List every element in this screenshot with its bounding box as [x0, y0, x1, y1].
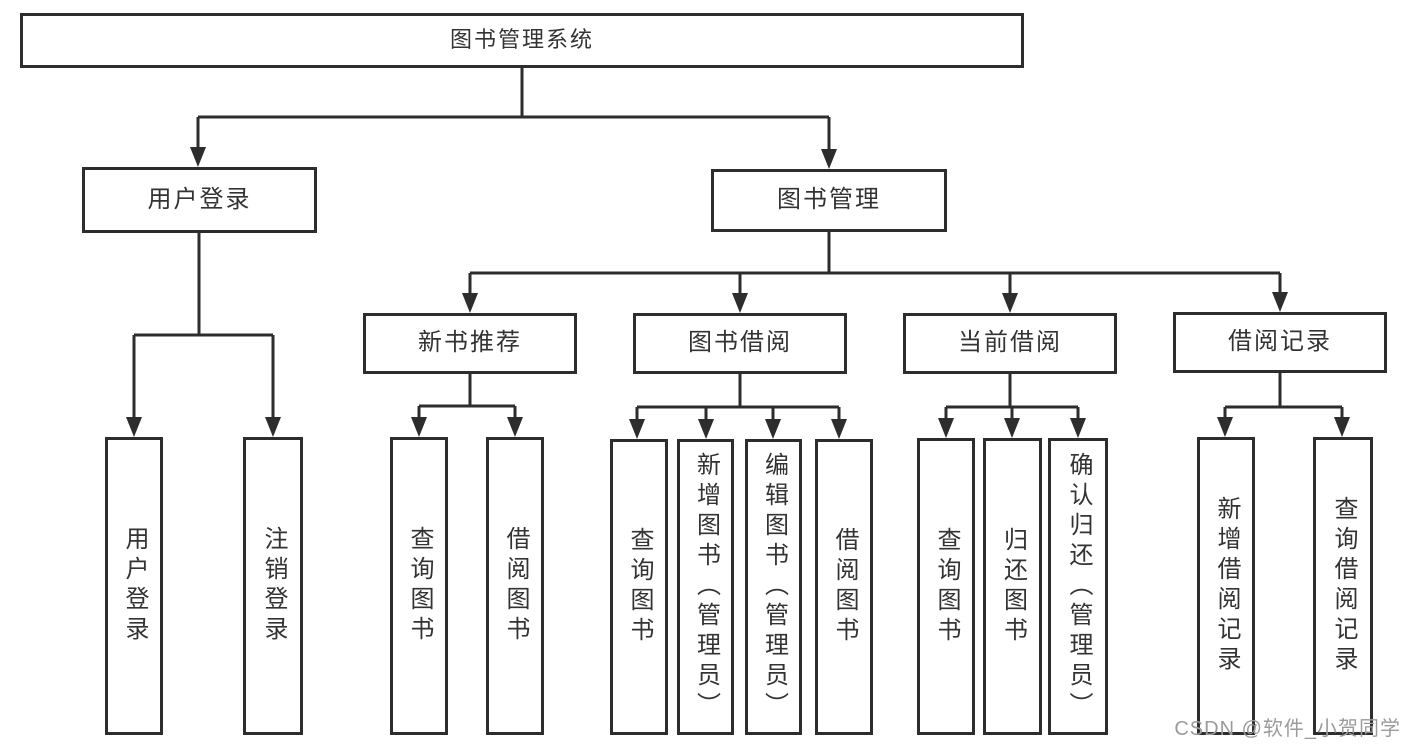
arrowhead-icon: [629, 419, 645, 439]
arrowhead-icon: [732, 293, 748, 313]
node-label: 注销登录: [260, 526, 287, 646]
node-query-borrow-record: 查询借阅记录: [1313, 437, 1373, 735]
node-label: 图书管理: [777, 186, 881, 214]
node-label: 用户登录: [121, 526, 148, 646]
arrowhead-icon: [1002, 293, 1018, 313]
node-label: 编辑图书（管理员）: [760, 452, 788, 722]
arrowhead-icon: [938, 418, 954, 438]
node-add-books-admin: 新增图书（管理员）: [677, 439, 734, 735]
node-edit-books-admin: 编辑图书（管理员）: [745, 439, 802, 735]
node-logout-leaf: 注销登录: [243, 437, 303, 735]
node-label: 当前借阅: [958, 329, 1062, 357]
node-confirm-return-admin: 确认归还（管理员）: [1048, 438, 1108, 735]
node-label: 用户登录: [147, 185, 252, 213]
node-label: 借阅图书: [502, 526, 529, 646]
arrowhead-icon: [462, 293, 478, 313]
node-borrowing-records: 借阅记录: [1173, 312, 1387, 373]
node-label: 查询借阅记录: [1330, 496, 1357, 676]
node-label: 新增借阅记录: [1213, 496, 1240, 676]
node-label: 查询图书: [933, 526, 960, 647]
node-query-books-borrow: 查询图书: [610, 439, 668, 735]
node-label: 新书推荐: [418, 329, 522, 357]
node-user-login-leaf: 用户登录: [105, 437, 163, 735]
arrowhead-icon: [765, 419, 781, 439]
arrowhead-icon: [821, 149, 837, 169]
node-label: 图书借阅: [688, 329, 792, 357]
arrowhead-icon: [265, 417, 281, 437]
arrowhead-icon: [126, 417, 142, 437]
node-current-borrowing: 当前借阅: [903, 313, 1117, 374]
node-root-system: 图书管理系统: [20, 13, 1024, 68]
arrowhead-icon: [507, 417, 523, 437]
node-borrow-books-leaf: 借阅图书: [815, 439, 873, 735]
node-borrow-books-recommend: 借阅图书: [486, 437, 544, 735]
node-query-books-current: 查询图书: [917, 438, 975, 735]
node-query-books-recommend: 查询图书: [390, 437, 448, 735]
node-label: 确认归还（管理员）: [1065, 451, 1092, 722]
node-new-book-recommend: 新书推荐: [363, 313, 577, 374]
arrowhead-icon: [1272, 292, 1288, 312]
node-user-login: 用户登录: [82, 167, 317, 233]
node-return-books: 归还图书: [983, 438, 1042, 735]
arrowhead-icon: [1334, 417, 1350, 437]
node-label: 借阅图书: [831, 527, 858, 647]
node-label: 图书管理系统: [449, 27, 594, 53]
node-book-management: 图书管理: [711, 169, 947, 232]
arrowhead-icon: [190, 147, 206, 167]
arrowhead-icon: [831, 419, 847, 439]
arrowhead-icon: [698, 419, 714, 439]
node-book-borrowing: 图书借阅: [633, 313, 847, 374]
node-label: 借阅记录: [1228, 328, 1332, 356]
node-add-borrow-record: 新增借阅记录: [1197, 437, 1255, 735]
arrowhead-icon: [1217, 417, 1233, 437]
node-label: 新增图书（管理员）: [692, 452, 720, 722]
arrowhead-icon: [411, 417, 427, 437]
node-label: 查询图书: [406, 526, 433, 646]
node-label: 查询图书: [626, 527, 653, 647]
arrowhead-icon: [1004, 418, 1020, 438]
node-label: 归还图书: [999, 526, 1027, 647]
arrowhead-icon: [1070, 418, 1086, 438]
